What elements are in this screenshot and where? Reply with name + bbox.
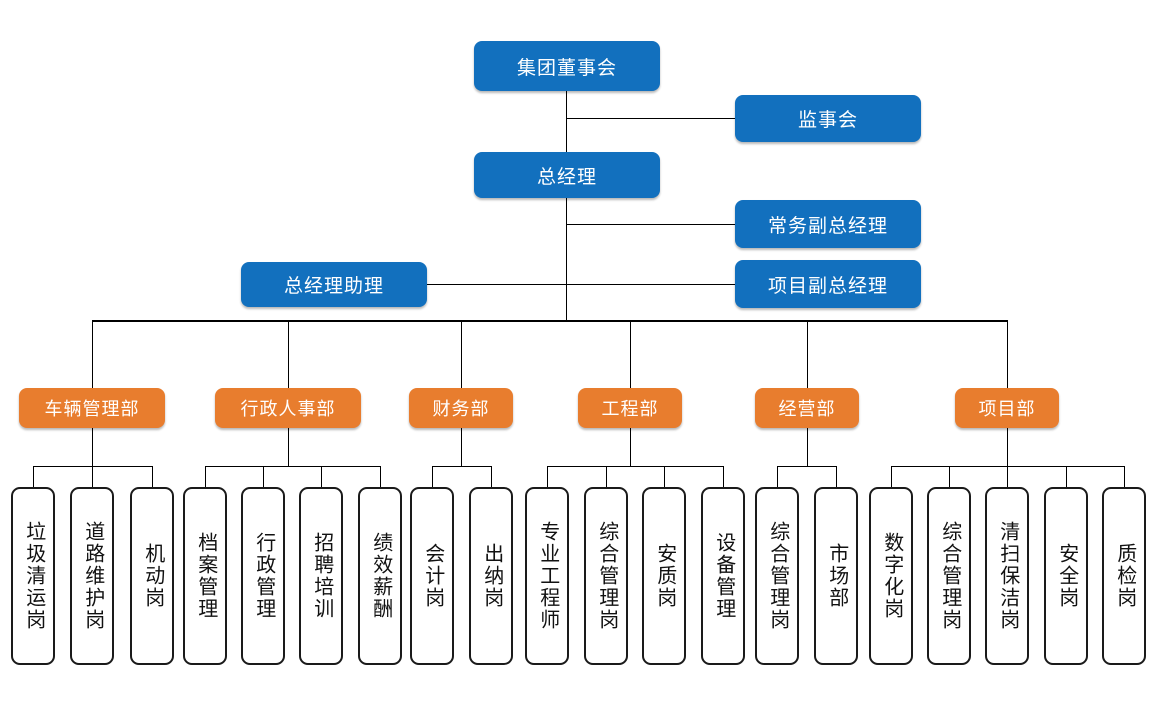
connector-board-to-supervisory <box>566 118 735 119</box>
leaf-position-label: 行政管理 <box>252 532 275 620</box>
connector-dept1-leaf-1 <box>33 466 34 488</box>
leaf-position-label: 清扫保洁岗 <box>996 521 1019 631</box>
connector-dept1-leaf-2 <box>92 466 93 488</box>
leaf-position-label: 综合管理岗 <box>766 521 789 631</box>
connector-dept4-leaf-4 <box>723 466 724 488</box>
leaf-position[interactable]: 清扫保洁岗 <box>985 487 1029 665</box>
leaf-position[interactable]: 综合管理岗 <box>927 487 971 665</box>
connector-dept5-leaf-1 <box>777 466 778 488</box>
connector-dept5-bus <box>777 466 836 467</box>
leaf-position-label: 专业工程师 <box>536 521 559 631</box>
leaf-position-label: 安质岗 <box>653 543 676 609</box>
leaf-position[interactable]: 垃圾清运岗 <box>11 487 55 665</box>
connector-dept2-leaf-4 <box>380 466 381 488</box>
leaf-position-label: 招聘培训 <box>310 532 333 620</box>
leaf-position-label: 安全岗 <box>1055 543 1078 609</box>
connector-dept3-leaf-2 <box>491 466 492 488</box>
leaf-position[interactable]: 绩效薪酬 <box>358 487 402 665</box>
leaf-position-label: 机动岗 <box>141 543 164 609</box>
leaf-position-label: 综合管理岗 <box>595 521 618 631</box>
node-gm-assistant[interactable]: 总经理助理 <box>241 262 427 307</box>
connector-dept3-bus <box>432 466 491 467</box>
connector-bus-to-dept-2 <box>288 320 289 388</box>
connector-dept1-leaf-3 <box>152 466 153 488</box>
leaf-position[interactable]: 道路维护岗 <box>70 487 114 665</box>
leaf-position[interactable]: 设备管理 <box>701 487 745 665</box>
leaf-position-label: 档案管理 <box>194 532 217 620</box>
connector-dept6-leaf-1 <box>891 466 892 488</box>
leaf-position[interactable]: 综合管理岗 <box>755 487 799 665</box>
node-supervisory-board[interactable]: 监事会 <box>735 95 921 142</box>
leaf-position[interactable]: 招聘培训 <box>299 487 343 665</box>
leaf-position-label: 市场部 <box>825 543 848 609</box>
node-general-manager[interactable]: 总经理 <box>474 152 660 198</box>
leaf-position[interactable]: 数字化岗 <box>869 487 913 665</box>
connector-dept5-leaf-2 <box>836 466 837 488</box>
leaf-position[interactable]: 机动岗 <box>130 487 174 665</box>
connector-gm-to-project-deputy <box>566 284 735 285</box>
connector-dept5-stem <box>807 428 808 466</box>
connector-dept2-stem <box>288 428 289 466</box>
connector-dept4-leaf-2 <box>606 466 607 488</box>
connector-dept2-leaf-3 <box>321 466 322 488</box>
connector-dept6-leaf-2 <box>949 466 950 488</box>
connector-dept6-leaf-3 <box>1007 466 1008 488</box>
connector-bus-to-dept-1 <box>92 320 93 388</box>
node-executive-deputy-gm[interactable]: 常务副总经理 <box>735 200 921 248</box>
leaf-position-label: 设备管理 <box>712 532 735 620</box>
node-department-admin-hr[interactable]: 行政人事部 <box>215 388 361 428</box>
connector-gm-to-bus <box>566 198 567 321</box>
node-department-project[interactable]: 项目部 <box>955 388 1059 428</box>
connector-dept2-leaf-1 <box>205 466 206 488</box>
connector-dept4-bus <box>547 466 723 467</box>
leaf-position[interactable]: 出纳岗 <box>469 487 513 665</box>
leaf-position[interactable]: 安全岗 <box>1044 487 1088 665</box>
connector-dept6-leaf-5 <box>1124 466 1125 488</box>
connector-dept2-leaf-2 <box>263 466 264 488</box>
connector-gm-to-exec-deputy <box>566 224 735 225</box>
connector-bus-to-dept-6 <box>1007 320 1008 388</box>
leaf-position[interactable]: 综合管理岗 <box>584 487 628 665</box>
connector-board-to-gm <box>566 91 567 152</box>
leaf-position-label: 出纳岗 <box>480 543 503 609</box>
leaf-position[interactable]: 档案管理 <box>183 487 227 665</box>
connector-dept3-stem <box>461 428 462 466</box>
connector-bus-to-dept-4 <box>630 320 631 388</box>
node-board[interactable]: 集团董事会 <box>474 41 660 91</box>
leaf-position-label: 综合管理岗 <box>938 521 961 631</box>
connector-dept3-leaf-1 <box>432 466 433 488</box>
node-department-vehicle[interactable]: 车辆管理部 <box>19 388 165 428</box>
leaf-position[interactable]: 安质岗 <box>642 487 686 665</box>
connector-dept6-leaf-4 <box>1066 466 1067 488</box>
leaf-position-label: 道路维护岗 <box>81 521 104 631</box>
node-project-deputy-gm[interactable]: 项目副总经理 <box>735 260 921 308</box>
connector-dept1-stem <box>92 428 93 466</box>
connector-dept2-bus <box>205 466 380 467</box>
leaf-position-label: 数字化岗 <box>880 532 903 620</box>
leaf-position-label: 质检岗 <box>1113 543 1136 609</box>
connector-dept6-stem <box>1007 428 1008 466</box>
leaf-position[interactable]: 行政管理 <box>241 487 285 665</box>
node-department-operations[interactable]: 经营部 <box>755 388 859 428</box>
leaf-position-label: 会计岗 <box>421 543 444 609</box>
connector-bus-to-dept-3 <box>461 320 462 388</box>
leaf-position[interactable]: 专业工程师 <box>525 487 569 665</box>
node-department-finance[interactable]: 财务部 <box>409 388 513 428</box>
connector-dept4-leaf-3 <box>664 466 665 488</box>
department-bus <box>92 320 1008 322</box>
connector-dept4-leaf-1 <box>547 466 548 488</box>
leaf-position[interactable]: 会计岗 <box>410 487 454 665</box>
leaf-position[interactable]: 市场部 <box>814 487 858 665</box>
leaf-position-label: 垃圾清运岗 <box>22 521 45 631</box>
connector-bus-to-dept-5 <box>807 320 808 388</box>
connector-dept4-stem <box>630 428 631 466</box>
node-department-engineering[interactable]: 工程部 <box>578 388 682 428</box>
leaf-position-label: 绩效薪酬 <box>369 532 392 620</box>
leaf-position[interactable]: 质检岗 <box>1102 487 1146 665</box>
connector-gm-to-assistant <box>427 284 567 285</box>
